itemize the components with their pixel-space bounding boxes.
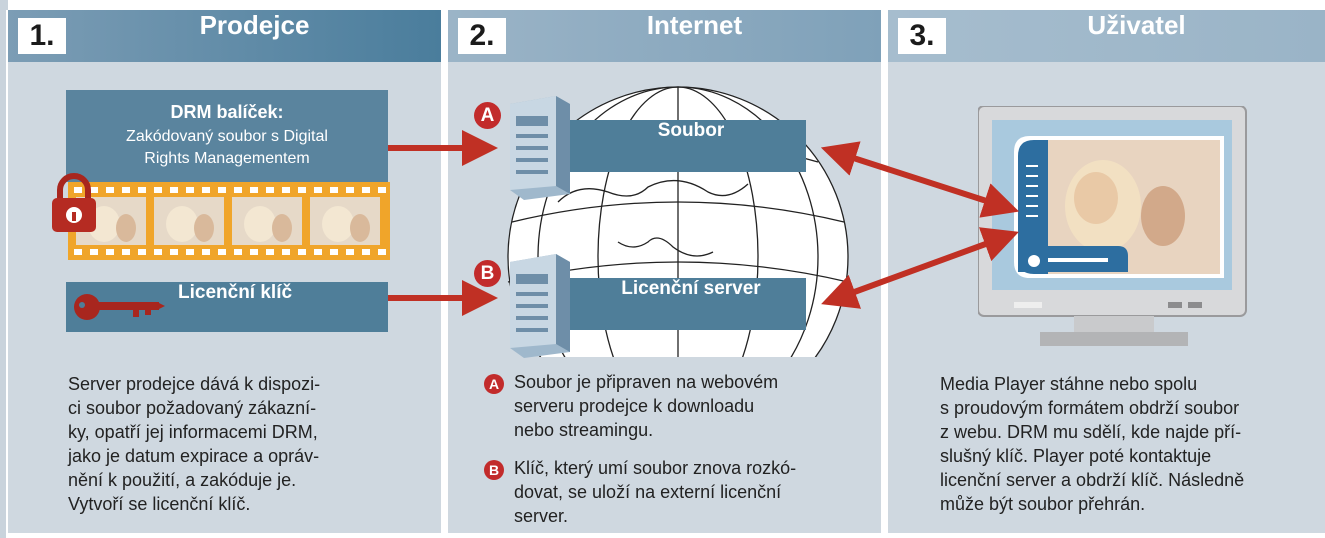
panel-user: 3. Uživatel Media Player stáhne nebo spo… (888, 10, 1325, 533)
drm-package-box: DRM balíček: Zakódovaný soubor s Digital… (66, 90, 388, 182)
film-strip (68, 182, 390, 260)
film-strip-graphic (74, 187, 386, 255)
drm-package-title: DRM balíček: (170, 102, 284, 122)
step-number: 3. (898, 18, 946, 54)
step-number: 1. (18, 18, 66, 54)
note-badge-a: A (484, 374, 504, 394)
user-description: Media Player stáhne nebo spolu s proudov… (940, 374, 1245, 514)
panel-user-header: 3. Uživatel (888, 10, 1325, 62)
note-b-text: Klíč, který umí soubor znova rozkó- dova… (514, 458, 797, 526)
file-server-box: Soubor (546, 120, 806, 172)
panel-seller-header: 1. Prodejce (8, 10, 441, 62)
note-badge-b: B (484, 460, 504, 480)
badge-a: A (474, 102, 501, 129)
panel-title: Internet (646, 10, 743, 40)
panel-internet: 2. Internet A Soubor B Licenčn (448, 10, 881, 533)
key-icon (74, 294, 165, 320)
server-a-icon (510, 96, 570, 200)
panel-seller: 1. Prodejce DRM balíček: Zakódovaný soub… (8, 10, 441, 533)
seller-description: Server prodejce dává k dispozi- ci soubo… (68, 374, 321, 514)
license-server-box: Licenční server (546, 278, 806, 330)
badge-b: B (474, 260, 501, 287)
note-a-text: Soubor je připraven na webovém serveru p… (514, 372, 779, 440)
server-b-icon (510, 254, 570, 358)
license-server-label: Licenční server (621, 278, 761, 299)
drm-package-subtitle: Zakódovaný soubor s Digital Rights Manag… (126, 128, 328, 167)
left-border (0, 0, 6, 538)
step-number: 2. (458, 18, 506, 54)
panel-title: Prodejce (199, 10, 310, 40)
license-key-label: Licenční klíč (178, 282, 293, 303)
file-server-label: Soubor (657, 120, 725, 141)
padlock-icon (52, 173, 96, 232)
top-border (0, 0, 8, 10)
panel-title: Uživatel (1087, 10, 1186, 40)
monitor-icon (978, 106, 1247, 346)
panel-internet-header: 2. Internet (448, 10, 881, 62)
